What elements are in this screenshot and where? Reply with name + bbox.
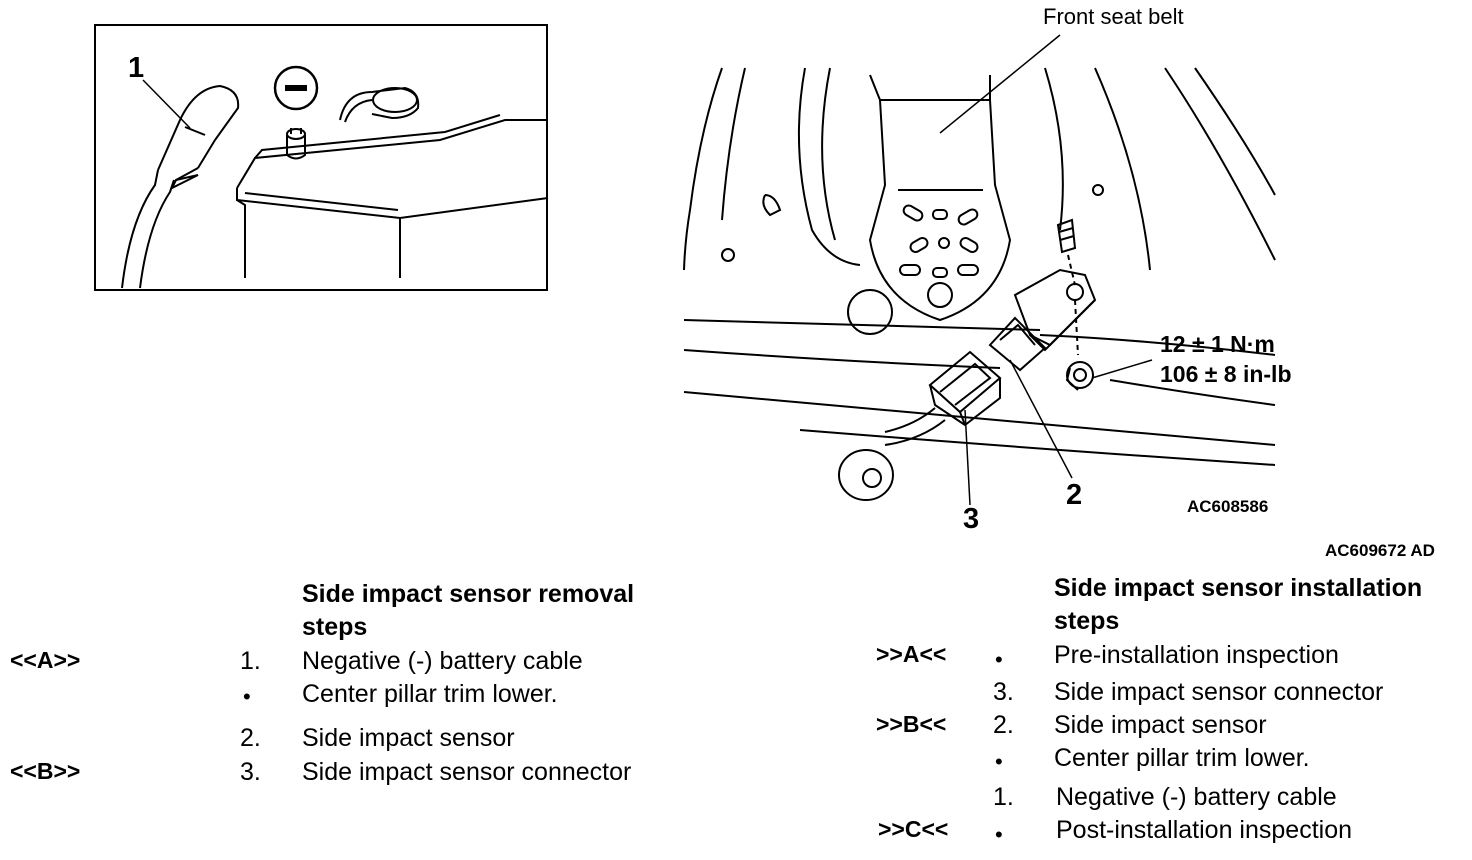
torque-leader	[1091, 359, 1153, 379]
removal-num: 1.	[240, 647, 261, 675]
battery-figure-frame	[94, 24, 548, 291]
removal-step: Center pillar trim lower.	[302, 680, 558, 708]
figure-code: AC609672 AD	[1325, 541, 1435, 560]
right-figure-code: AC608586	[1187, 497, 1269, 516]
install-step: Side impact sensor connector	[1054, 678, 1384, 706]
install-ref-c: >>C<<	[878, 816, 949, 842]
callout-1-leader	[142, 79, 191, 129]
removal-step: Side impact sensor	[302, 724, 515, 752]
torque-imperial: 106 ± 8 in-lb	[1160, 361, 1292, 387]
install-step: Side impact sensor	[1054, 711, 1267, 739]
install-bullet: •	[995, 822, 1003, 847]
removal-ref-a: <<A>>	[10, 647, 81, 673]
install-step: Pre-installation inspection	[1054, 641, 1339, 669]
battery-illustration	[94, 24, 549, 291]
install-num: 3.	[993, 678, 1014, 706]
callout-3: 3	[963, 503, 980, 535]
seat-belt-leader	[939, 34, 1061, 134]
callout-3-leader	[964, 409, 971, 506]
negative-cable-icon	[121, 84, 240, 289]
install-ref-b: >>B<<	[876, 711, 947, 737]
removal-bullet: •	[243, 684, 251, 709]
torque-metric: 12 ± 1 N·m	[1160, 331, 1275, 357]
install-step: Negative (-) battery cable	[1056, 783, 1337, 811]
callout-1: 1	[128, 52, 145, 84]
callout-2-leader	[1009, 359, 1073, 479]
install-ref-a: >>A<<	[876, 641, 947, 667]
install-bullet: •	[995, 749, 1003, 774]
installation-heading: Side impact sensor installation steps	[1054, 574, 1423, 635]
install-num: 2.	[993, 711, 1014, 739]
battery-icon	[236, 86, 549, 278]
install-bullet: •	[995, 647, 1003, 672]
install-num: 1.	[993, 783, 1014, 811]
minus-terminal-icon	[273, 65, 319, 111]
install-step: Post-installation inspection	[1056, 816, 1352, 844]
callout-2: 2	[1066, 479, 1083, 511]
removal-num: 2.	[240, 724, 261, 752]
removal-ref-b: <<B>>	[10, 758, 81, 784]
front-seat-belt-label: Front seat belt	[1043, 4, 1184, 29]
removal-heading: Side impact sensor removal steps	[302, 580, 635, 641]
removal-step: Side impact sensor connector	[302, 758, 632, 786]
install-step: Center pillar trim lower.	[1054, 744, 1310, 772]
removal-step: Negative (-) battery cable	[302, 647, 583, 675]
removal-num: 3.	[240, 758, 261, 786]
